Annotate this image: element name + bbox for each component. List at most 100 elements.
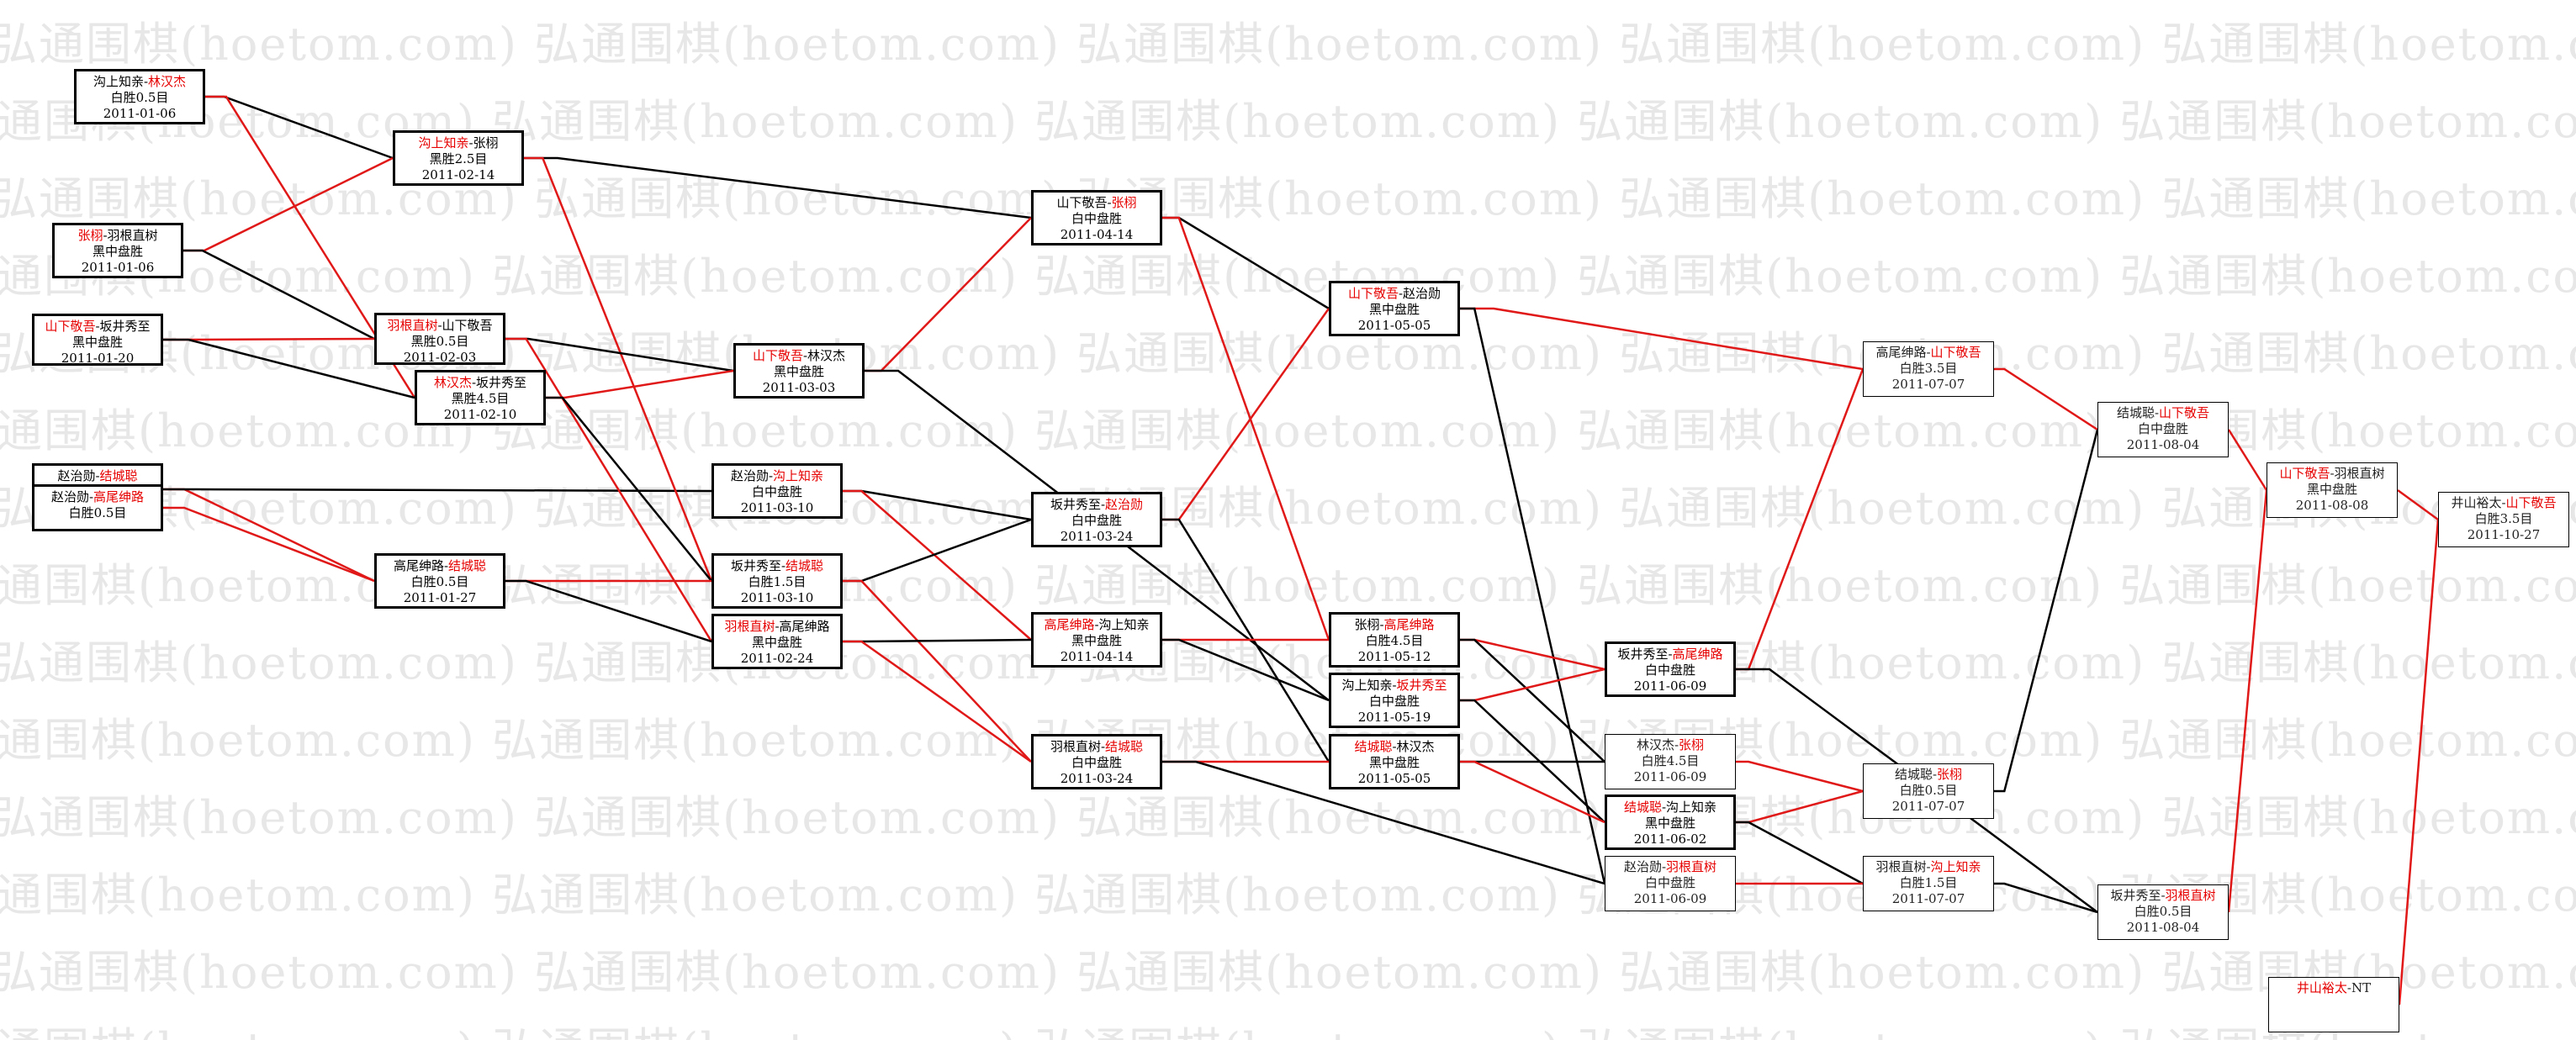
player-black: 山下敬吾 bbox=[1347, 286, 1399, 301]
player-white: 高尾绅路 bbox=[1383, 617, 1435, 632]
connector-black-g19-g23 bbox=[1460, 699, 1605, 823]
connector-red-g5-g11 bbox=[524, 156, 713, 582]
player-separator: - bbox=[1674, 737, 1679, 752]
connector-red-g18-g21 bbox=[1460, 638, 1605, 671]
player-separator: - bbox=[2330, 466, 2335, 481]
player-black: 坂井秀至 bbox=[1617, 647, 1669, 662]
game-date: 2011-03-10 bbox=[740, 590, 814, 605]
player-white: 林汉杰 bbox=[807, 348, 846, 363]
player-white: 羽根直树 bbox=[2165, 888, 2216, 903]
player-separator: - bbox=[1398, 286, 1404, 301]
players-line: 沟上知亲-林汉杰 bbox=[77, 74, 203, 90]
game-date: 2011-07-07 bbox=[1891, 891, 1965, 906]
player-black: 林汉杰 bbox=[433, 375, 472, 390]
game-date: 2011-02-14 bbox=[421, 167, 495, 182]
players-line: 林汉杰-坂井秀至 bbox=[417, 375, 543, 391]
player-white: 山下敬吾 bbox=[2159, 405, 2210, 420]
players-line: 沟上知亲-张栩 bbox=[395, 135, 521, 151]
connector-red-g13-g18 bbox=[1162, 216, 1330, 641]
connector-black-g3-g7 bbox=[163, 338, 415, 399]
player-black: 坂井秀至 bbox=[730, 558, 781, 573]
player-separator: - bbox=[1379, 617, 1384, 632]
game-date: 2011-03-24 bbox=[1060, 771, 1134, 786]
player-black: 井山裕太 bbox=[2296, 980, 2347, 995]
game-result: 黑中盘胜 bbox=[1368, 302, 1420, 317]
connector-black-g9-g19 bbox=[865, 369, 1330, 701]
game-date: 2011-06-09 bbox=[1633, 769, 1707, 784]
player-black: 高尾绅路 bbox=[393, 558, 444, 573]
player-separator: - bbox=[2161, 888, 2166, 903]
player-separator: - bbox=[1094, 617, 1099, 632]
game-result: 白胜0.5目 bbox=[410, 574, 469, 589]
connector-black-g12-g15 bbox=[843, 638, 1032, 643]
player-separator: - bbox=[1100, 497, 1106, 512]
players-line: 沟上知亲-坂井秀至 bbox=[1331, 678, 1457, 694]
player-white: 羽根直树 bbox=[1666, 859, 1717, 874]
game-result: 白中盘胜 bbox=[1071, 513, 1122, 528]
connector-black-g5-g13 bbox=[524, 156, 1032, 219]
connector-black-g18-g22 bbox=[1460, 638, 1605, 763]
players-line: 羽根直树-山下敬吾 bbox=[377, 318, 503, 334]
connector-black-g21-g29 bbox=[1736, 668, 2098, 914]
player-black: 高尾绅路 bbox=[1875, 345, 1927, 360]
player-white: 林汉杰 bbox=[148, 74, 187, 89]
player-black: 羽根直树 bbox=[1050, 739, 1101, 754]
game-node[interactable]: 赵治勋-高尾绅路白胜0.5目 bbox=[32, 484, 163, 531]
players-line: 山下敬吾-林汉杰 bbox=[736, 348, 862, 364]
player-white: 张栩 bbox=[1679, 737, 1705, 752]
game-result: 黑胜0.5目 bbox=[410, 334, 469, 349]
players-line: 羽根直树-沟上知亲 bbox=[1864, 859, 1993, 875]
player-white: 羽根直树 bbox=[2334, 466, 2385, 481]
players-line: 赵治勋-高尾绅路 bbox=[34, 489, 161, 505]
players-line: 井山裕太-山下敬吾 bbox=[2439, 495, 2568, 511]
game-result: 白胜1.5目 bbox=[748, 574, 807, 589]
game-result: 黑胜4.5目 bbox=[451, 391, 510, 406]
player-black: 山下敬吾 bbox=[752, 348, 803, 363]
player-white: 沟上知亲 bbox=[1930, 859, 1981, 874]
game-node[interactable]: 井山裕太-NT bbox=[2268, 977, 2399, 1032]
player-white: 沟上知亲 bbox=[773, 468, 824, 483]
connector-red-g7-g9 bbox=[546, 369, 734, 399]
players-line: 坂井秀至-结城聪 bbox=[714, 558, 840, 574]
connector-black-g4-g10 bbox=[163, 488, 712, 493]
game-result: 黑中盘胜 bbox=[1368, 755, 1420, 770]
player-black: 羽根直树 bbox=[1875, 859, 1927, 874]
player-black: 沟上知亲 bbox=[418, 135, 469, 150]
game-result: 白胜4.5目 bbox=[1365, 633, 1424, 648]
player-black: 结城聪 bbox=[2116, 405, 2155, 420]
game-date: 2011-08-08 bbox=[2295, 498, 2369, 513]
game-date: 2011-01-20 bbox=[61, 351, 135, 366]
player-black: 羽根直树 bbox=[724, 619, 775, 634]
